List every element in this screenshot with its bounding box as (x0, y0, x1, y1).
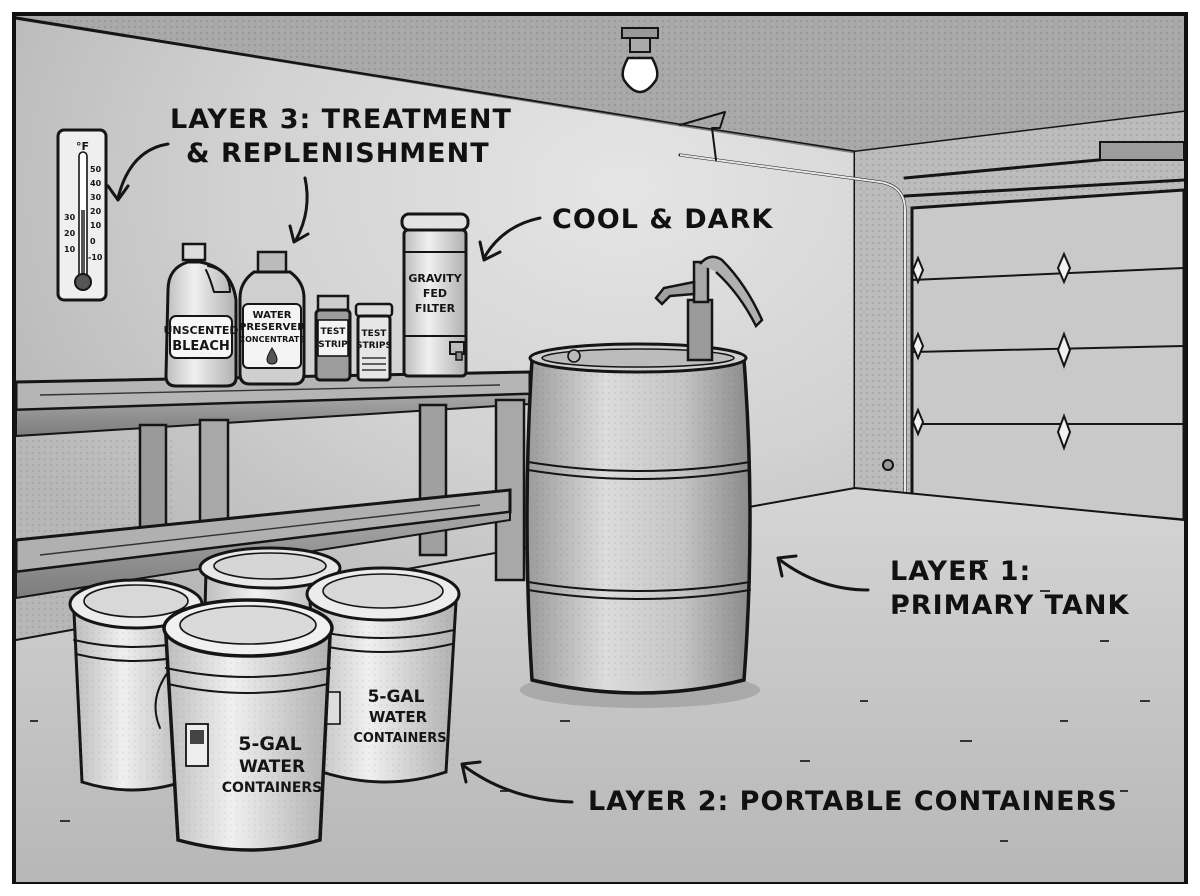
thermometer-right-tick: 50 (90, 165, 102, 174)
test-strips-label: STRIPS (356, 341, 392, 351)
garage-door (678, 111, 1186, 522)
callout-layer3-line1: LAYER 3: TREATMENT (170, 104, 512, 135)
test-strip-jar-icon: TEST STRIP (314, 294, 352, 382)
light-bulb-icon (621, 27, 659, 94)
preserver-label: CONCENTRATE (239, 335, 305, 344)
callout-cool-dark: COOL & DARK (552, 204, 773, 235)
thermometer-left-tick: 20 (64, 229, 76, 238)
thermometer-unit: °F (76, 140, 89, 153)
thermometer-right-tick: 40 (90, 179, 102, 188)
gravity-filter-icon: GRAVITY FED FILTER (400, 212, 470, 378)
preserver-label: PRESERVER (239, 322, 305, 333)
filter-label: GRAVITY (408, 272, 462, 285)
callout-layer2: LAYER 2: PORTABLE CONTAINERS (588, 786, 1118, 817)
ceiling (14, 16, 1186, 154)
test-strips-container-icon: TEST STRIPS (354, 302, 394, 382)
water-barrel-icon (520, 255, 764, 708)
arrow-to-buckets (462, 764, 574, 804)
arrow-to-filter (482, 216, 542, 260)
arrow-to-thermometer (116, 142, 170, 200)
callout-layer1-line2: PRIMARY TANK (890, 590, 1129, 621)
preserver-label: WATER (253, 310, 292, 321)
callout-layer3-line2: & REPLENISHMENT (186, 138, 490, 169)
bucket-right-label: CONTAINERS (353, 731, 446, 746)
bucket-front-label: CONTAINERS (222, 780, 323, 796)
thermometer-right-tick: 10 (90, 221, 102, 230)
arrow-to-preserver (294, 176, 309, 242)
water-preserver-bottle-icon: WATER PRESERVER CONCENTRATE (238, 250, 306, 386)
test-strip-label: STRIP (318, 340, 348, 350)
thermometer-right-tick: 30 (90, 193, 102, 202)
bleach-label: BLEACH (172, 339, 230, 354)
filter-label: FED (423, 287, 447, 300)
bucket-right-label: 5-GAL (368, 687, 425, 707)
arrow-to-barrel (778, 558, 870, 592)
thermometer-right-tick: -10 (88, 253, 103, 262)
bucket-front-label: 5-GAL (238, 733, 302, 755)
callout-arrows (106, 142, 870, 804)
thermometer-right-tick: 20 (90, 207, 102, 216)
thermometer-icon: °F 50 40 30 20 10 0 -10 30 20 10 (56, 128, 108, 302)
callout-layer1-line1: LAYER 1: (890, 556, 1031, 587)
bucket-front-label: WATER (239, 757, 305, 777)
thermometer-right-tick: 0 (90, 237, 96, 246)
bleach-jug-icon: UNSCENTED BLEACH (163, 242, 239, 388)
thermometer-left-tick: 10 (64, 245, 76, 254)
bucket-right-label: WATER (369, 708, 428, 726)
bucket-right-icon: 5-GAL WATER CONTAINERS (305, 566, 461, 784)
thermometer-left-tick: 30 (64, 213, 76, 222)
test-strips-label: TEST (362, 329, 388, 339)
test-strip-label: TEST (321, 327, 347, 337)
bucket-front-icon: 5-GAL WATER CONTAINERS (154, 598, 334, 852)
bleach-label: UNSCENTED (163, 324, 238, 337)
filter-label: FILTER (415, 302, 456, 315)
